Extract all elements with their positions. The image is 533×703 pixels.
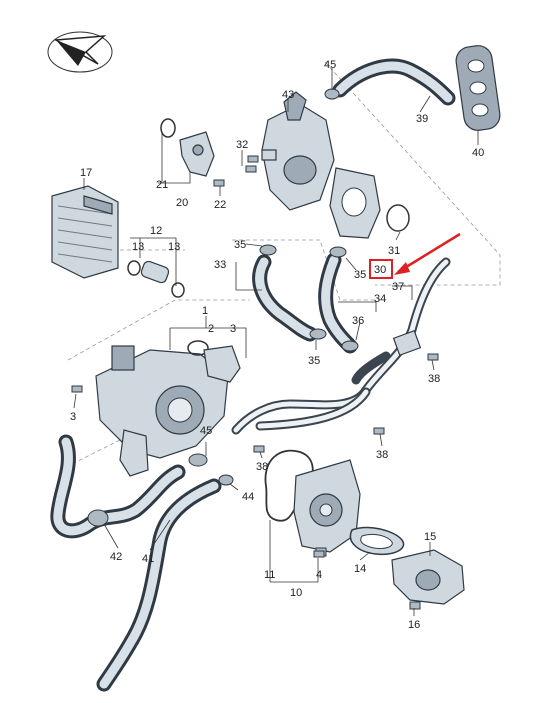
callout-3a[interactable]: 3 (230, 323, 236, 335)
callout-36[interactable]: 36 (352, 315, 364, 327)
callout-34[interactable]: 34 (374, 293, 386, 305)
callout-39[interactable]: 39 (416, 113, 428, 125)
callout-22[interactable]: 22 (214, 199, 226, 211)
callout-31[interactable]: 31 (388, 245, 400, 257)
callout-1[interactable]: 1 (202, 305, 208, 317)
callout-4[interactable]: 4 (316, 569, 322, 581)
callout-16[interactable]: 16 (408, 619, 420, 631)
callout-17[interactable]: 17 (80, 167, 92, 179)
callout-35c[interactable]: 35 (308, 355, 320, 367)
hose-34-part (309, 246, 359, 354)
connecting-piece-part (329, 167, 410, 239)
oil-cooler-part (51, 185, 119, 279)
gasket-plate-part (455, 45, 501, 131)
callout-15[interactable]: 15 (424, 531, 436, 543)
clamps-part (188, 453, 234, 486)
gasket-2-part (187, 340, 241, 383)
callout-30[interactable]: 30 (374, 264, 386, 276)
highlight-marker (369, 232, 461, 279)
callout-labels: 45 43 39 40 32 21 20 22 17 12 13 13 35 3… (70, 59, 484, 631)
callout-21[interactable]: 21 (156, 179, 168, 191)
callout-32[interactable]: 32 (236, 139, 248, 151)
callout-38a[interactable]: 38 (428, 373, 440, 385)
callout-33[interactable]: 33 (214, 259, 226, 271)
callout-12[interactable]: 12 (150, 225, 162, 237)
gasket-14-part (349, 526, 405, 556)
coolant-pipe-part (231, 257, 451, 435)
callout-35b[interactable]: 35 (354, 269, 366, 281)
callout-37[interactable]: 37 (392, 281, 404, 293)
callout-2[interactable]: 2 (208, 323, 214, 335)
leader-lines (73, 68, 479, 616)
callout-11[interactable]: 11 (264, 569, 275, 581)
callout-38b[interactable]: 38 (376, 449, 388, 461)
callout-13b[interactable]: 13 (168, 241, 180, 253)
callout-10[interactable]: 10 (290, 587, 302, 599)
callout-44[interactable]: 44 (242, 491, 254, 503)
thermostat-housing-part (247, 91, 335, 211)
hose-39-part (324, 58, 456, 106)
callout-45b[interactable]: 45 (200, 425, 212, 437)
callout-14[interactable]: 14 (354, 563, 366, 575)
callout-35a[interactable]: 35 (234, 239, 246, 251)
callout-38c[interactable]: 38 (256, 461, 268, 473)
pump-housing-part (95, 345, 229, 477)
callout-41[interactable]: 41 (142, 553, 154, 565)
callout-45a[interactable]: 45 (324, 59, 336, 71)
hose-42-part (50, 434, 186, 539)
callout-13a[interactable]: 13 (132, 241, 144, 253)
compass-logo-icon (47, 31, 113, 73)
callout-3b[interactable]: 3 (70, 411, 76, 423)
callout-43[interactable]: 43 (282, 89, 294, 101)
bolts-part (71, 165, 439, 558)
water-pump-part (293, 459, 361, 557)
callout-42[interactable]: 42 (110, 551, 122, 563)
pump-cover-part (391, 549, 465, 610)
hose-33-part (252, 244, 318, 342)
callout-40[interactable]: 40 (472, 147, 484, 159)
hose-41-part (96, 478, 222, 692)
adapter-pipe-part (127, 260, 185, 298)
callout-20[interactable]: 20 (176, 197, 188, 209)
coolant-flange-part (160, 118, 225, 187)
